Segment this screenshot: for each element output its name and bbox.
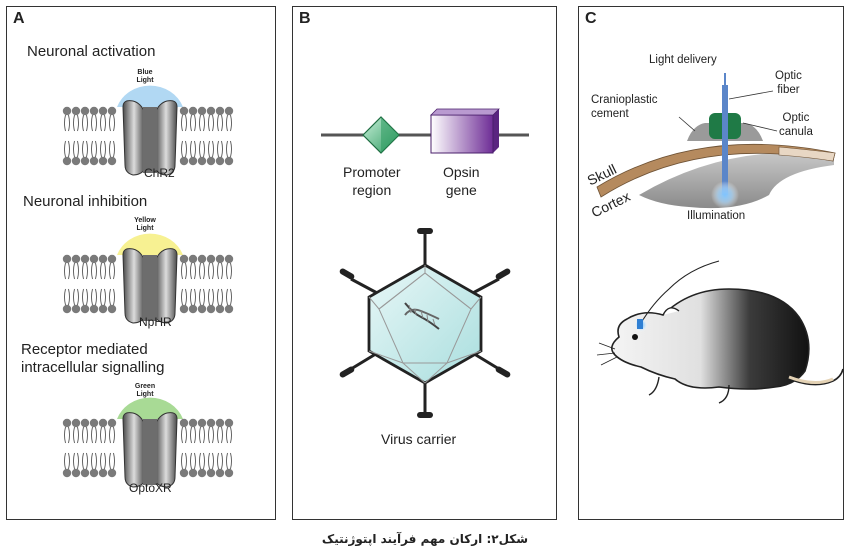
channel-right bbox=[154, 100, 178, 176]
blue-light-label: Blue Light bbox=[136, 69, 154, 84]
heading-receptor: Receptor mediated intracellular signalli… bbox=[21, 341, 165, 376]
optoxr-label: OptoXR bbox=[129, 481, 172, 495]
channel-right bbox=[154, 248, 178, 324]
channel-pore bbox=[143, 107, 157, 173]
virus-capsid bbox=[339, 228, 511, 418]
membrane-chr2 bbox=[62, 85, 234, 176]
membrane-illustrations bbox=[62, 85, 234, 488]
promoter-region-label: Promoter region bbox=[343, 164, 401, 198]
channel-pore bbox=[143, 419, 157, 485]
illumination-glow bbox=[711, 181, 739, 209]
figure-caption: شکل۲: ارکان مهم فرآیند اپتوژنتیک bbox=[321, 532, 529, 546]
opsin-gene-label: Opsin gene bbox=[443, 164, 480, 198]
chr2-label: ChR2 bbox=[144, 166, 175, 180]
membrane-nphr bbox=[62, 233, 234, 324]
green-light-label: Green Light bbox=[134, 383, 156, 398]
channel-left bbox=[122, 412, 146, 488]
optic-canula-label: Optic canula bbox=[779, 112, 813, 138]
nphr-label: NpHR bbox=[139, 315, 172, 329]
channel-left bbox=[122, 248, 146, 324]
cranioplastic-cement-label: Cranioplastic cement bbox=[591, 94, 658, 120]
membrane-optoxr bbox=[62, 397, 234, 488]
mouse-illustration bbox=[596, 260, 844, 404]
cortex-shape bbox=[639, 152, 834, 209]
panel-c: C bbox=[578, 6, 844, 520]
channel-right bbox=[154, 412, 178, 488]
virus-carrier-label: Virus carrier bbox=[381, 431, 457, 447]
light-delivery-label: Light delivery bbox=[649, 54, 717, 66]
channel-pore bbox=[143, 255, 157, 321]
dna-helix-icon bbox=[404, 302, 440, 330]
heading-activation: Neuronal activation bbox=[27, 43, 156, 60]
optic-fiber-label: Optic fiber bbox=[775, 70, 802, 96]
opsin-gene-shape bbox=[430, 108, 500, 154]
panel-b-label: B bbox=[299, 10, 311, 27]
construct-and-virus bbox=[321, 108, 529, 418]
panel-b: B bbox=[292, 6, 557, 520]
heading-inhibition: Neuronal inhibition bbox=[23, 193, 148, 210]
illumination-label: Illumination bbox=[687, 210, 746, 222]
implant-and-mouse bbox=[596, 73, 844, 404]
panel-c-label: C bbox=[585, 10, 597, 27]
optic-fiber-shape bbox=[722, 85, 728, 195]
promoter-region-shape bbox=[362, 116, 400, 154]
yellow-light-label: Yellow Light bbox=[134, 217, 156, 232]
channel-left bbox=[122, 100, 146, 176]
panel-a: A Neuronal activation Blue Light ChR2 bbox=[6, 6, 276, 520]
panel-a-label: A bbox=[13, 10, 25, 27]
